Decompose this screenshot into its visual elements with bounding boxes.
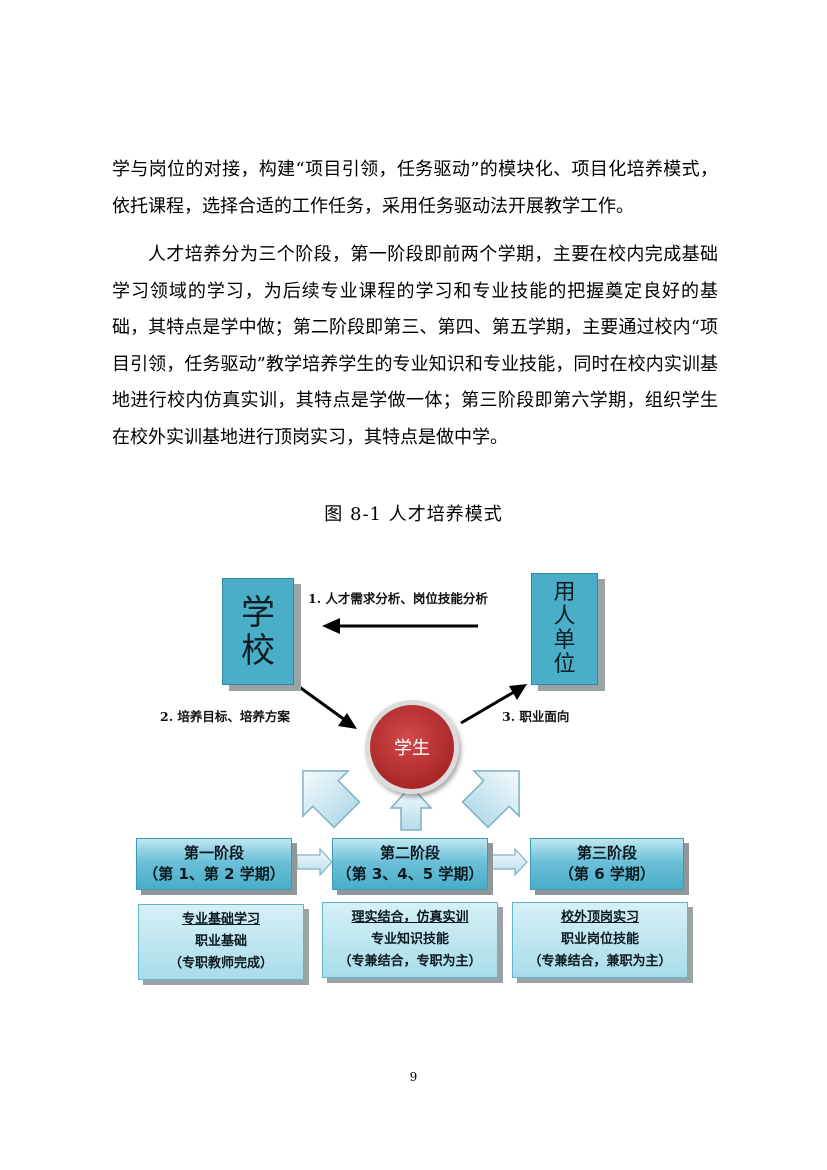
detail-line: 校外顶岗实习 [560, 910, 639, 925]
detail-line: 专业基础学习 [181, 912, 260, 927]
stage-3-detail: 校外顶岗实习 职业岗位技能 （专兼结合，兼职为主） [512, 902, 688, 978]
detail-line: 理实结合，仿真实训 [351, 910, 469, 925]
stage-period: （第 6 学期） [559, 865, 655, 883]
school-char: 学 [241, 592, 275, 633]
stage-title: 第二阶段 [379, 844, 440, 862]
page-number: 9 [409, 1070, 418, 1084]
detail-line: （专职教师完成） [168, 956, 273, 971]
big-arrow-right [461, 770, 520, 829]
label-demand-analysis: 1. 人才需求分析、岗位技能分析 [308, 591, 488, 606]
paragraph-training-stages: 人才培养分为三个阶段，第一阶段即前两个学期，主要在校内完成基础学习领域的学习，为… [112, 244, 718, 448]
student-label: 学生 [394, 738, 430, 759]
stage-2-detail: 理实结合，仿真实训 专业知识技能 （专兼结合，专职为主） [322, 902, 498, 978]
stage-title: 第一阶段 [183, 844, 244, 862]
stage-arrow-1 [296, 847, 333, 877]
stage-arrow-2 [491, 847, 528, 877]
employer-char: 位 [553, 652, 576, 677]
arrow-demand-analysis [322, 618, 478, 634]
stage-1-box: 第一阶段 （第 1、第 2 学期） [136, 838, 292, 890]
detail-line: （专兼结合，专职为主） [338, 954, 482, 969]
student-circle: 学生 [365, 700, 459, 794]
figure-caption: 图 8-1 人才培养模式 [324, 504, 503, 525]
stage-1-detail: 专业基础学习 职业基础 （专职教师完成） [138, 904, 304, 980]
employer-char: 用 [553, 580, 576, 605]
label-training-goals: 2. 培养目标、培养方案 [160, 709, 290, 724]
detail-line: 职业岗位技能 [560, 932, 639, 947]
school-tile: 学 校 [222, 578, 294, 685]
big-arrow-left [302, 770, 361, 829]
arrow-training-goals [297, 684, 357, 729]
label-career-direction: 3. 职业面向 [502, 709, 570, 724]
detail-line: （专兼结合，兼职为主） [528, 954, 672, 969]
employer-char: 单 [553, 628, 576, 653]
stage-2-box: 第二阶段 （第 3、4、5 学期） [332, 838, 488, 890]
arrow-career-direction [460, 684, 527, 725]
stage-3-box: 第三阶段 （第 6 学期） [530, 838, 684, 890]
stage-title: 第三阶段 [576, 844, 637, 862]
detail-line: 专业知识技能 [370, 932, 449, 947]
paragraph-continued: 学与岗位的对接，构建“项目引领，任务驱动”的模块化、项目化培养模式，依托课程，选… [112, 159, 718, 217]
stage-period: （第 3、4、5 学期） [336, 865, 484, 883]
employer-char: 人 [553, 604, 576, 629]
stage-period: （第 1、第 2 学期） [143, 865, 285, 883]
detail-line: 职业基础 [194, 934, 247, 949]
big-arrow-middle [389, 784, 433, 831]
employer-tile: 用 人 单 位 [531, 573, 598, 685]
school-char: 校 [241, 630, 275, 671]
